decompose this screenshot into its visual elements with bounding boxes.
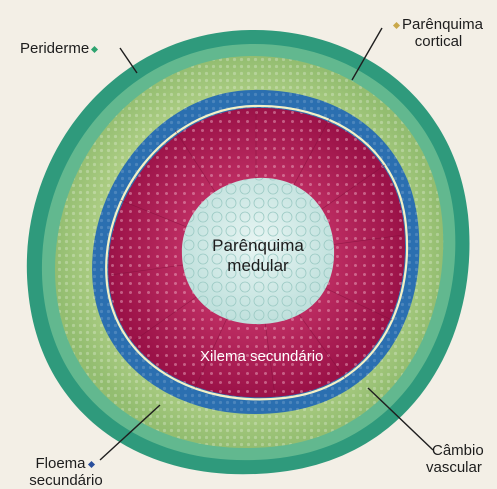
periderme-label-text: Periderme	[20, 40, 89, 57]
floema-secundario-line2: secundário	[6, 472, 126, 489]
parenquima-medular-label: Parênquima medular	[196, 236, 320, 276]
floema-secundario-line1: Floema	[35, 455, 85, 472]
periderme-marker-icon	[91, 45, 98, 52]
cortical-marker-icon	[393, 21, 400, 28]
periderme-label: Periderme	[20, 40, 100, 57]
parenquima-cortical-line1: Parênquima	[402, 16, 483, 33]
parenquima-cortical-label: Parênquima cortical	[380, 16, 497, 50]
parenquima-medular-line2: medular	[196, 256, 320, 276]
parenquima-cortical-line2: cortical	[380, 33, 497, 50]
xilema-secundario-label: Xilema secundário	[200, 348, 323, 365]
cambio-vascular-line1: Câmbio	[422, 442, 497, 459]
floema-secundario-label: Floema secundário	[6, 455, 126, 489]
cambio-vascular-line2: vascular	[422, 459, 497, 476]
cambio-vascular-label: Câmbio vascular	[422, 442, 497, 476]
parenquima-medular-line1: Parênquima	[196, 236, 320, 256]
floema-marker-icon	[87, 460, 94, 467]
